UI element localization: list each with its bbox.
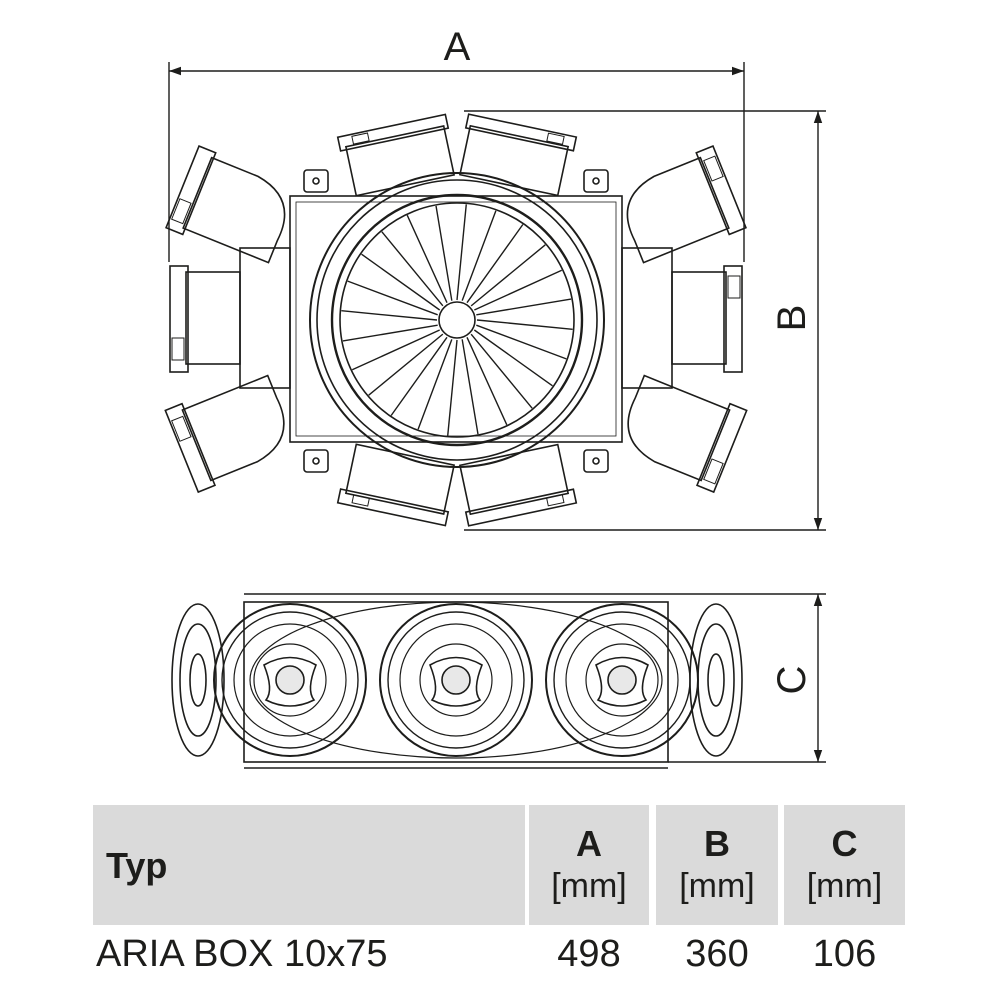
side-view xyxy=(171,593,743,769)
header-col-a: A [mm] xyxy=(529,805,649,925)
top-view xyxy=(164,113,748,527)
spec-table: Typ A [mm] B [mm] C [mm] ARIA BOX 10x75 … xyxy=(93,805,905,980)
vane-line xyxy=(347,280,438,316)
dimension-b-label: B xyxy=(770,305,814,332)
vane-line xyxy=(474,269,563,311)
vane-line xyxy=(361,253,441,311)
spigot-right-middle xyxy=(671,265,743,373)
row-value-c: 106 xyxy=(812,933,877,975)
dimension-a-label: A xyxy=(444,25,471,69)
dimension-a xyxy=(168,62,745,262)
spigot-top-left xyxy=(336,113,456,197)
side-port xyxy=(379,603,533,757)
header-typ: Typ xyxy=(93,805,525,925)
header-c-unit: [mm] xyxy=(806,867,883,905)
header-typ-label: Typ xyxy=(106,845,168,886)
spigot-top-right xyxy=(458,113,578,197)
header-col-b: B [mm] xyxy=(656,805,778,925)
vane-line xyxy=(473,329,553,387)
spigot-right-lower xyxy=(627,374,748,494)
header-b-letter: B xyxy=(704,823,730,864)
port-insert xyxy=(262,656,318,707)
mounting-tabs xyxy=(303,169,609,473)
vane-line xyxy=(476,324,567,360)
vane-line xyxy=(435,205,453,301)
spigot-left-middle xyxy=(169,265,241,373)
vane-line xyxy=(417,339,453,430)
circular-outlet xyxy=(309,172,605,468)
vane-line xyxy=(470,333,533,409)
row-name: ARIA BOX 10x75 xyxy=(96,933,388,975)
vane-line xyxy=(342,324,438,342)
header-b-unit: [mm] xyxy=(679,867,755,905)
port-insert xyxy=(428,656,484,707)
vane-line xyxy=(368,333,444,396)
port-insert xyxy=(594,656,650,707)
vane-line xyxy=(381,231,444,307)
vane-line xyxy=(470,244,546,307)
spigot-left-lower xyxy=(164,374,285,494)
dimension-b xyxy=(464,110,826,531)
header-a-letter: A xyxy=(576,823,602,864)
spigot-left-upper xyxy=(165,145,286,264)
dimension-c-label: C xyxy=(770,666,814,695)
vane-line xyxy=(447,339,458,436)
side-port xyxy=(545,603,699,757)
side-port xyxy=(213,603,367,757)
header-col-c: C [mm] xyxy=(784,805,905,925)
vane-line xyxy=(390,336,448,416)
header-c-letter: C xyxy=(831,823,858,864)
technical-drawing: A B C xyxy=(164,25,826,769)
row-value-b: 360 xyxy=(685,933,749,975)
vane-line xyxy=(476,298,572,316)
side-end-left xyxy=(171,603,225,757)
side-ports xyxy=(213,603,699,757)
vane-line xyxy=(406,214,448,303)
spigot-right-upper xyxy=(626,145,747,264)
spigot-bottom-left xyxy=(336,443,456,527)
dimension-c xyxy=(668,593,826,763)
vane-line xyxy=(461,339,479,435)
row-value-a: 498 xyxy=(557,933,621,975)
vane-line xyxy=(351,329,440,371)
vane-line xyxy=(456,204,467,301)
vane-line xyxy=(341,310,438,321)
vane-line xyxy=(466,337,508,426)
radial-vanes xyxy=(341,204,573,436)
vane-line xyxy=(476,319,573,330)
vane-line xyxy=(461,210,497,301)
vane-line xyxy=(466,224,524,304)
header-a-unit: [mm] xyxy=(551,867,627,905)
spigot-bottom-right xyxy=(458,443,578,527)
